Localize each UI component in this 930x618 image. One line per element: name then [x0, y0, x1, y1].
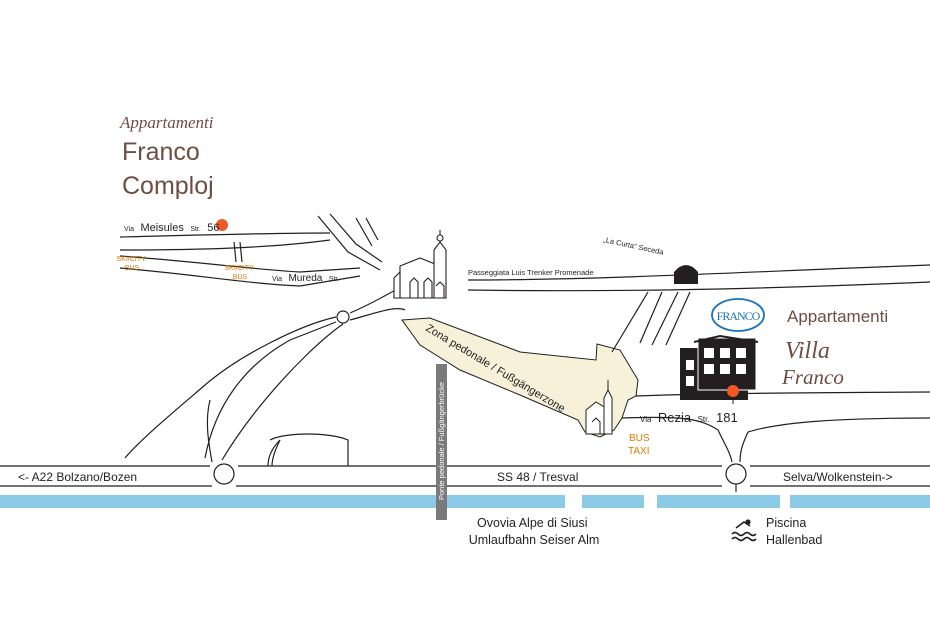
river [0, 495, 930, 508]
right-brand-line3: Franco [781, 365, 844, 389]
road-label-west: <- A22 Bolzano/Bozen [18, 470, 137, 484]
ovovia-label: Ovovia Alpe di Siusi Umlaufbahn Seiser A… [469, 516, 600, 547]
taxi-label: TAXI [628, 446, 649, 457]
street-label-rezia: Via Rezia Str. 181 [640, 409, 738, 426]
tunnel-label: „La Curta“ Seceda [603, 235, 666, 257]
left-brand-line2: Franco [122, 138, 200, 166]
pool-icon [731, 519, 757, 542]
church-icon [393, 230, 447, 299]
pedestrian-zone-area [401, 317, 639, 438]
location-marker-icon[interactable] [727, 385, 739, 404]
street-label-mureda: Via Mureda Str. [272, 268, 339, 285]
svg-text:FRANCO: FRANCO [717, 309, 761, 323]
piscina-label: Piscina Hallenbad [766, 516, 822, 547]
franco-logo: FRANCO [711, 298, 765, 332]
bus-label: BUS [629, 433, 650, 444]
pedestrian-bridge [436, 364, 447, 520]
tunnel-icon [674, 265, 698, 284]
location-marker-icon[interactable] [216, 219, 228, 231]
church-icon [585, 380, 613, 435]
left-brand-line1: Appartamenti [119, 113, 214, 132]
road-network [0, 213, 930, 492]
road-label-east: Selva/Wolkenstein-> [783, 470, 893, 484]
bridge-label: Ponte pedonale / Fußgängerbrücke [437, 382, 446, 500]
street-label-meisules: Via Meisules Str. 56 [124, 218, 220, 235]
skicity-bus-label-1: SKI/CITY BUS [117, 256, 148, 272]
right-brand-line1: Appartamenti [787, 307, 888, 326]
right-brand-line2: Villa [785, 338, 830, 364]
left-brand-line3: Comploj [122, 172, 214, 200]
road-label-ss48: SS 48 / Tresval [497, 470, 578, 484]
skicity-bus-label-2: SKI/CITY BUS [225, 265, 256, 281]
house-icon [680, 334, 759, 400]
promenade-label: Passeggiata Luis Trenker Promenade [468, 268, 594, 277]
